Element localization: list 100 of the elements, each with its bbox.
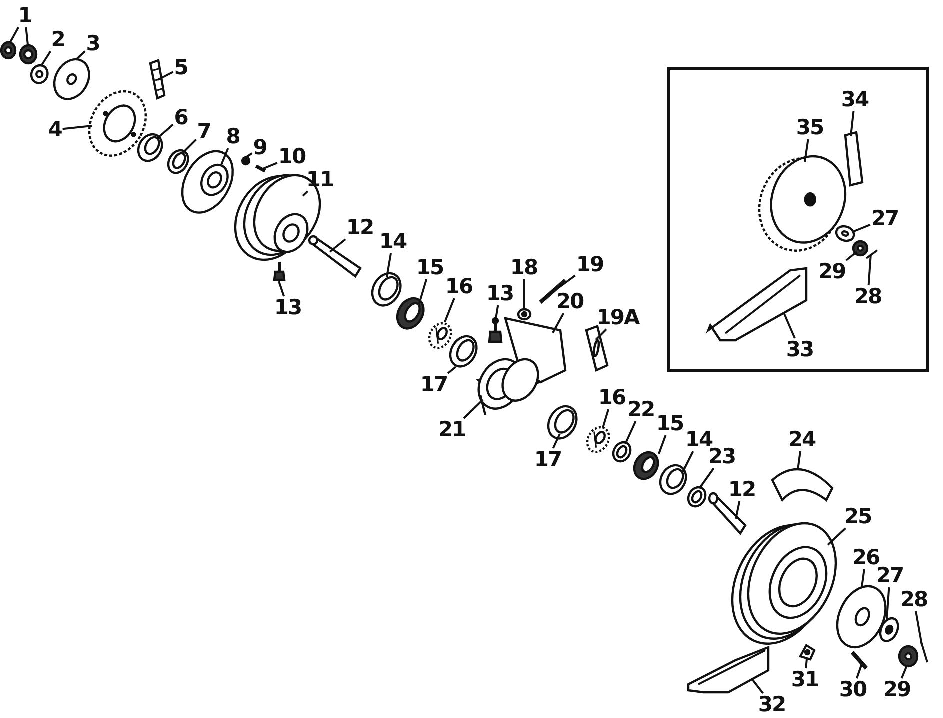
leader-line xyxy=(868,254,872,286)
leader-line xyxy=(386,253,392,278)
bearing-cup-drawing xyxy=(449,335,479,369)
callout-number: 31 xyxy=(791,670,819,690)
callout-number: 21 xyxy=(438,420,466,440)
hex-nut-drawing xyxy=(898,644,918,668)
flat-washer-drawing xyxy=(516,308,532,320)
leader-line xyxy=(158,71,174,81)
bearing-housing-drawing xyxy=(476,358,542,418)
callout-number: 2 xyxy=(51,30,65,50)
callout-number: 24 xyxy=(788,430,816,450)
callout-number: 15 xyxy=(416,258,444,278)
leader-line xyxy=(783,312,796,339)
callout-number: 30 xyxy=(839,680,867,700)
callout-number: 1 xyxy=(18,6,32,26)
callout-number: 4 xyxy=(48,120,62,140)
callout-number: 29 xyxy=(883,680,911,700)
hub-drawing xyxy=(836,585,888,649)
inset-frame xyxy=(667,67,929,372)
leader-line xyxy=(329,238,346,253)
leader-line xyxy=(625,421,637,444)
steel-ball-drawing xyxy=(241,156,251,166)
callout-number: 23 xyxy=(708,446,736,468)
shield-plate-drawing xyxy=(686,646,770,694)
flat-washer-drawing xyxy=(878,617,900,643)
callout-number: 20 xyxy=(556,292,584,312)
leader-line xyxy=(735,501,741,520)
shield-plate-drawing xyxy=(706,266,808,342)
flat-washer-drawing xyxy=(686,486,708,508)
leader-line xyxy=(262,162,278,170)
clip-drawing xyxy=(798,644,816,660)
leader-line xyxy=(602,409,610,428)
sprocket-drawing xyxy=(88,90,148,158)
bearing-ring-drawing xyxy=(136,133,164,163)
leader-line xyxy=(699,468,715,489)
leader-line xyxy=(62,125,92,130)
callout-number: 17 xyxy=(534,450,562,470)
callout-number: 33 xyxy=(786,340,814,360)
callout-number: 7 xyxy=(197,122,211,142)
flat-washer-drawing xyxy=(30,64,50,84)
callout-number: 32 xyxy=(758,694,786,716)
leader-line xyxy=(552,434,561,449)
sprocket-drawing xyxy=(758,155,846,253)
callout-number: 29 xyxy=(818,262,846,282)
callout-number: 12 xyxy=(346,218,374,238)
oil-seal-drawing xyxy=(396,297,426,331)
callout-number: 27 xyxy=(871,208,899,230)
callout-number: 35 xyxy=(796,118,824,138)
splined-shaft-drawing xyxy=(308,234,362,278)
leader-line xyxy=(900,666,908,679)
leader-line xyxy=(804,139,810,162)
callout-number: 28 xyxy=(854,286,882,308)
leader-line xyxy=(827,528,846,546)
bearing-cone-drawing xyxy=(428,322,452,350)
chain-link-drawing xyxy=(844,130,864,186)
callout-number: 8 xyxy=(226,126,240,148)
leader-line xyxy=(447,366,457,374)
callout-number: 17 xyxy=(420,374,448,396)
leader-line xyxy=(157,124,174,139)
leader-line xyxy=(418,279,428,306)
callout-number: 10 xyxy=(278,146,306,168)
leader-line xyxy=(75,50,86,61)
callout-number: 16 xyxy=(598,388,626,408)
callout-number: 15 xyxy=(656,414,684,434)
pulley-drawing xyxy=(730,522,838,646)
hex-nut-drawing xyxy=(18,44,38,64)
leader-line xyxy=(9,27,20,44)
leader-line xyxy=(856,664,863,679)
cotter-pin-drawing xyxy=(864,248,880,260)
spring-key-drawing xyxy=(252,162,268,174)
gasket-drawing xyxy=(584,324,608,372)
hex-nut-drawing xyxy=(852,240,868,256)
callout-number: 19A xyxy=(596,308,640,328)
flat-washer-drawing xyxy=(834,225,856,243)
leader-line xyxy=(463,399,484,420)
bearing-cone-drawing xyxy=(586,426,610,454)
leader-line xyxy=(852,224,871,233)
callout-number: 11 xyxy=(306,170,334,190)
callout-number: 6 xyxy=(174,108,188,128)
callout-number: 9 xyxy=(253,138,267,158)
bushing-drawing xyxy=(166,149,190,175)
leader-line xyxy=(797,451,802,470)
retainer-disc-drawing xyxy=(53,58,91,100)
callout-number: 26 xyxy=(852,548,880,568)
callout-number: 28 xyxy=(900,590,928,610)
leader-line xyxy=(552,313,565,334)
leader-line xyxy=(915,611,923,646)
callout-number: 22 xyxy=(627,400,655,420)
spacer-drawing xyxy=(612,440,632,464)
clutch-hub-drawing xyxy=(181,150,235,214)
callout-number: 13 xyxy=(486,284,514,304)
callout-number: 25 xyxy=(844,506,872,528)
bearing-ring-drawing xyxy=(658,464,688,496)
leader-line xyxy=(246,152,253,158)
callout-number: 14 xyxy=(379,232,407,252)
hex-nut-drawing xyxy=(0,40,16,60)
bolt-drawing xyxy=(848,648,870,672)
leader-line xyxy=(25,27,29,46)
callout-number: 27 xyxy=(876,566,904,586)
callout-number: 3 xyxy=(86,34,100,54)
